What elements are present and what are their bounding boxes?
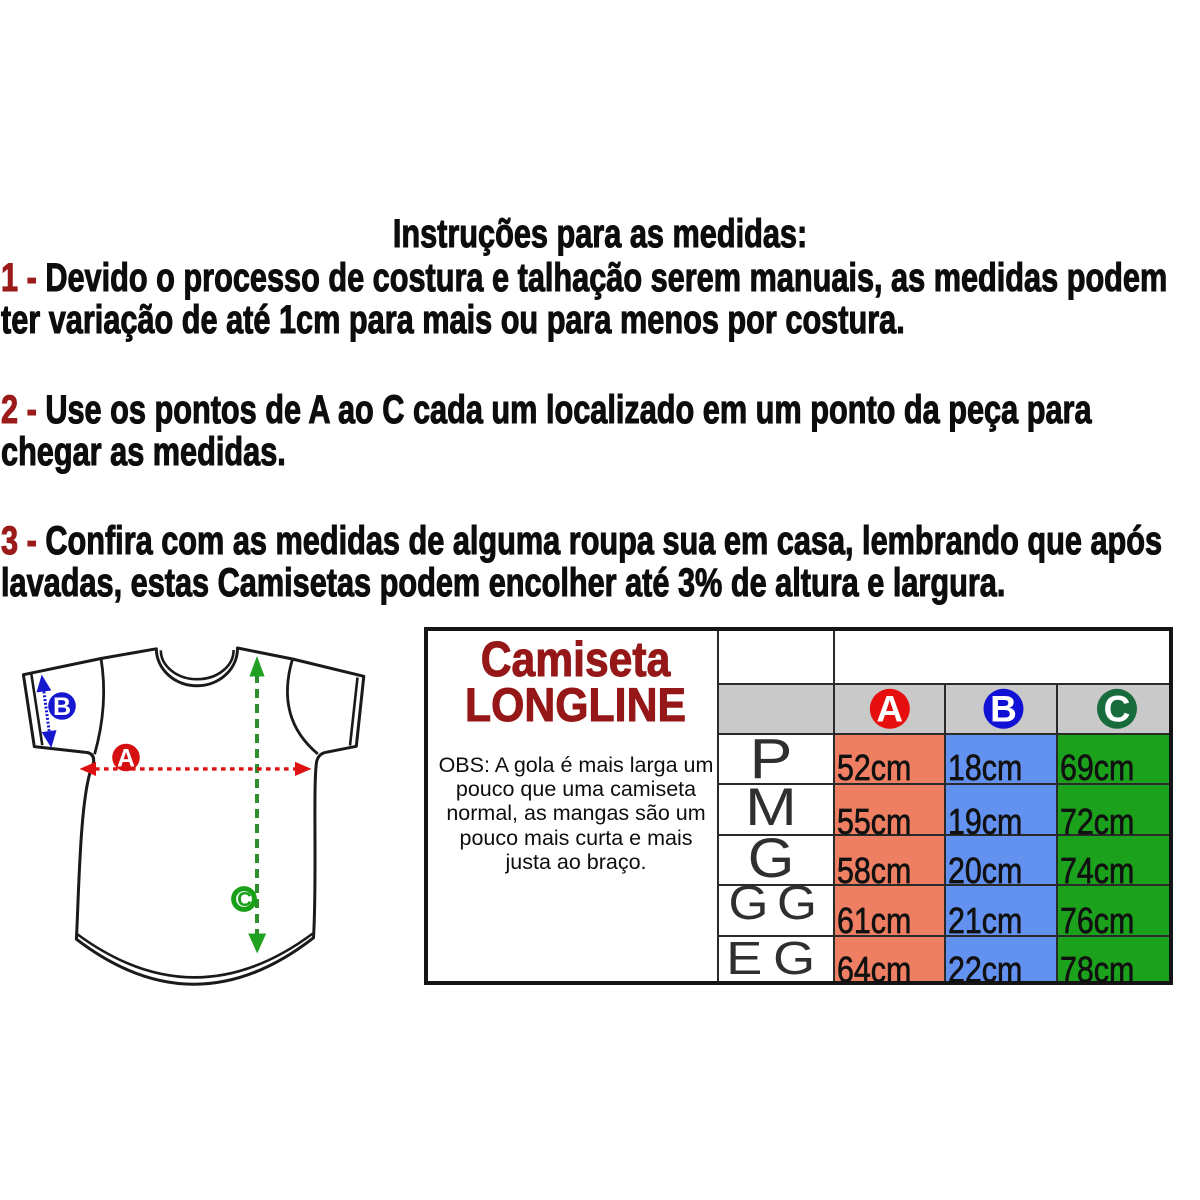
- svg-text:A: A: [876, 689, 903, 730]
- svg-text:C: C: [237, 889, 251, 911]
- svg-text:C: C: [1104, 689, 1131, 730]
- svg-text:B: B: [990, 689, 1017, 730]
- svg-text:A: A: [117, 745, 135, 773]
- svg-text:B: B: [53, 693, 71, 721]
